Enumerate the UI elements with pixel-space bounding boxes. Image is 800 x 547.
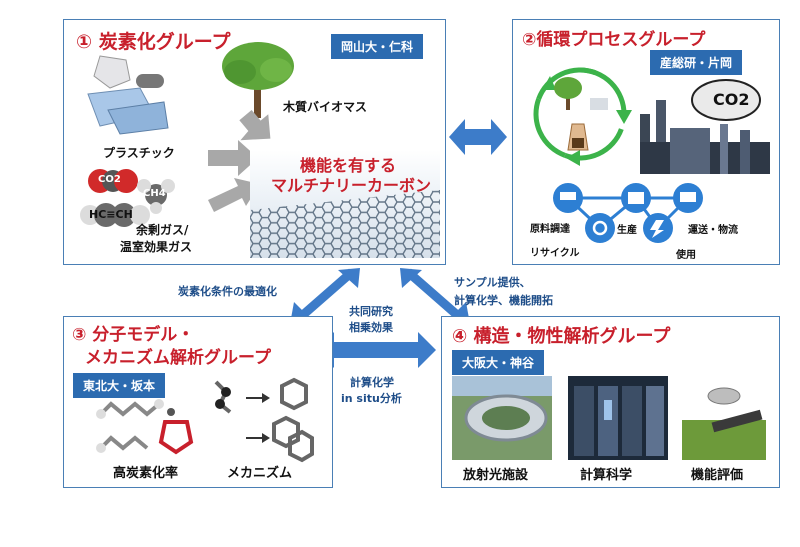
group4-label-computing: 計算科学 [580,468,633,483]
flow-step-transport: 運送・物流 [688,225,738,236]
group3-title-line2: メカニズム解析グループ [85,348,271,368]
acetylene-molecule-icon [80,203,150,227]
flow-step-recycle: リサイクル [530,248,580,259]
group4-label-evaluation: 機能評価 [691,468,744,483]
group3-panel [63,316,333,488]
input-arrows [208,109,271,212]
supply-chain-flow [553,183,703,243]
mechanism-diagram [214,377,314,463]
center-product-line2: マルチナリーカーボン [271,176,432,195]
flow-step-use: 使用 [676,250,696,261]
gas-label-line1: 余剰ガス/ [136,223,189,237]
tree-icon [222,42,294,118]
co2-cloud-label: CO2 [713,90,750,109]
group2-title: ②循環プロセスグループ [522,30,706,50]
biomass-label: 木質バイオマス [283,100,368,114]
label-insitu: in situ分析 [341,392,402,405]
center-product-line1: 機能を有する [300,156,397,175]
group3-title-line1: ③ 分子モデル・ [72,325,195,345]
flow-step-procure: 原料調達 [530,224,570,235]
cycle-icon [533,67,632,166]
ch4-label: CH4 [143,188,166,199]
co2-molecule-icon [88,169,138,193]
graphene-lattice [250,190,440,258]
horizontal-arrow-3-4 [316,332,436,368]
group2-tag: 産総研・片岡 [650,50,743,75]
group4-tag: 大阪大・神谷 [452,350,545,375]
label-sample-supply-1: サンプル提供、 [454,276,531,289]
group4-title: ④ 構造・物性解析グループ [452,326,671,347]
molecule-models-left [96,399,194,455]
group1-tag: 岡山大・仁科 [331,34,424,59]
group3-label-right: メカニズム [227,466,293,481]
group3-tag: 東北大・坂本 [73,373,166,398]
supercomputer-image [568,376,668,460]
flow-step-produce: 生産 [617,225,637,236]
device-evaluation-image [682,376,766,460]
label-sample-supply-2: 計算化学、機能開拓 [454,294,553,307]
co2-label: CO2 [98,174,121,185]
synchrotron-image [452,376,552,460]
acetylene-label: HC≡CH [89,208,133,221]
bidirectional-arrow-1-2 [449,119,507,155]
plastic-label: プラスチック [103,146,175,160]
group3-label-left: 高炭素化率 [113,466,179,481]
label-joint-research: 共同研究 [349,305,393,318]
gas-label-line2: 温室効果ガス [120,240,193,254]
factory-icon [640,79,770,174]
plastic-waste-icon [87,55,169,135]
label-synergy: 相乗効果 [349,321,393,334]
group1-title: ① 炭素化グループ [76,31,231,53]
label-optimization: 炭素化条件の最適化 [178,285,277,298]
group4-label-synchrotron: 放射光施設 [463,468,529,483]
label-computational: 計算化学 [350,376,394,389]
ch4-molecule-icon [137,179,175,214]
